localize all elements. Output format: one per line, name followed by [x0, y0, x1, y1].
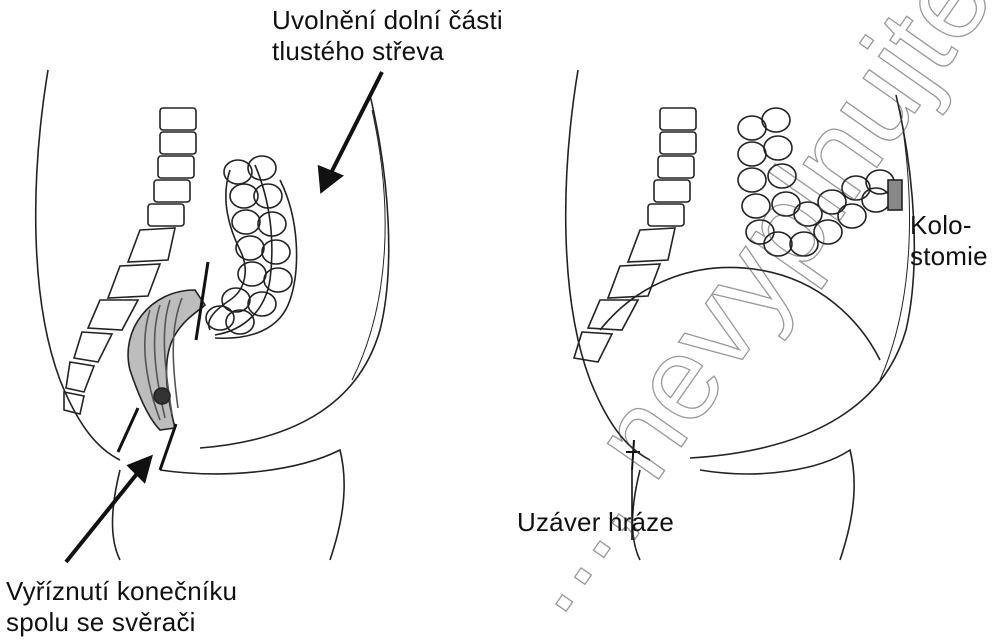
arrow-top-head — [320, 168, 340, 190]
label-release-line-1: Uvolnění dolní části — [272, 5, 503, 36]
label-release-lower-colon: Uvolnění dolní části tlustého střeva — [272, 5, 503, 67]
arrow-top — [330, 72, 382, 175]
right-spine — [574, 108, 696, 362]
left-body-outline — [36, 70, 120, 460]
arrow-bottom — [66, 470, 140, 562]
right-colon — [738, 108, 894, 256]
right-thigh-outline — [700, 450, 854, 560]
arrows — [66, 72, 382, 562]
label-release-line-2: tlustého střeva — [272, 36, 503, 67]
label-colostomy-line-2: stomie — [910, 241, 988, 272]
left-figure — [36, 70, 389, 560]
right-abdomen-outline — [690, 95, 914, 458]
label-perineum-closure: Uzáver hráze — [517, 507, 674, 538]
left-cut-line-lower-a — [118, 408, 138, 452]
stoma — [888, 180, 902, 210]
left-thigh-outline — [160, 450, 344, 560]
label-rectum-excision: Vyříznutí konečníku spolu se svěrači — [6, 576, 237, 638]
label-excision-line-1: Vyříznutí konečníku — [6, 576, 237, 607]
left-colon — [206, 156, 297, 338]
left-abdomen-outline — [200, 95, 389, 448]
right-figure — [566, 70, 915, 560]
label-excision-line-2: spolu se svěrači — [6, 607, 237, 638]
left-tumor — [154, 388, 170, 404]
label-colostomy: Kolo- stomie — [910, 210, 988, 272]
left-rectum — [128, 290, 205, 430]
left-leg-outline — [113, 470, 121, 560]
right-skin-line — [880, 110, 910, 380]
right-pelvic-curve — [600, 268, 880, 361]
left-cut-line-lower-b — [160, 424, 176, 470]
label-colostomy-line-1: Kolo- — [910, 210, 988, 241]
